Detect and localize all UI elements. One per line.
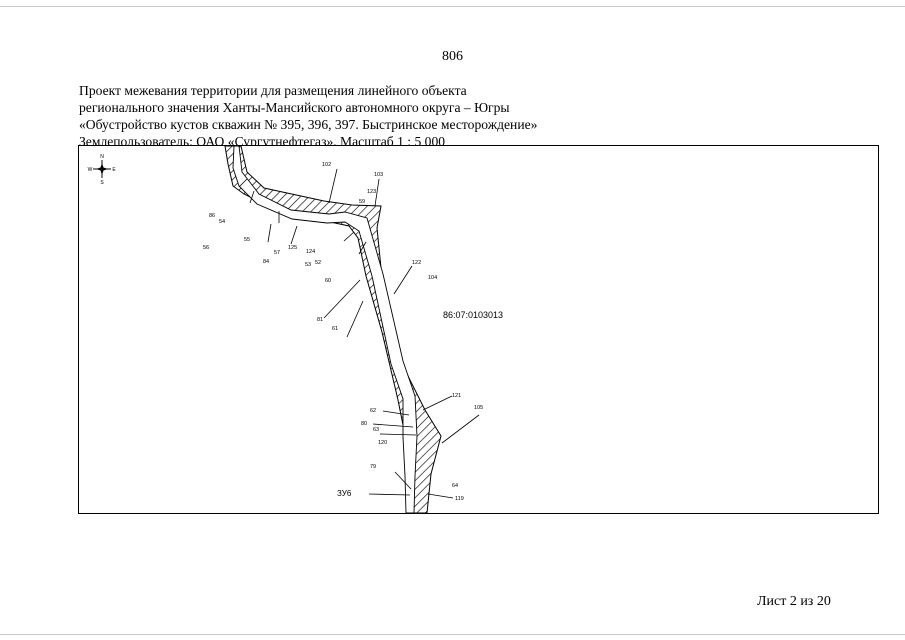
point-label: 102	[322, 162, 331, 168]
header-line-2: регионального значения Ханты-Мансийского…	[79, 100, 510, 115]
point-label: 53	[305, 262, 311, 268]
header-line-1: Проект межевания территории для размещен…	[79, 83, 467, 98]
page-number: 806	[442, 49, 463, 64]
point-label: 56	[203, 245, 209, 251]
point-label: 123	[367, 189, 376, 195]
point-label: 52	[315, 260, 321, 266]
point-label: 64	[452, 483, 458, 489]
compass-south: S	[100, 180, 104, 186]
point-label: 120	[378, 440, 387, 446]
point-label: 54	[219, 219, 225, 225]
point-labels: 102 103 123 59 86 54 56 55 57 125 84 124…	[203, 162, 483, 502]
point-label: 60	[325, 278, 331, 284]
cadastral-map: N S W E	[78, 145, 879, 514]
document-header: Проект межевания территории для размещен…	[79, 82, 819, 150]
sheet-label: Лист 2 из 20	[757, 594, 831, 609]
point-label: 105	[474, 405, 483, 411]
point-label: 103	[374, 172, 383, 178]
point-label: 62	[370, 408, 376, 414]
point-label: 79	[370, 464, 376, 470]
scan-edge-top	[0, 6, 905, 7]
point-label: 61	[332, 326, 338, 332]
compass-rose-icon: N S W E	[88, 154, 117, 186]
point-label: 55	[244, 237, 250, 243]
point-label: 57	[274, 250, 280, 256]
point-label: 121	[452, 393, 461, 399]
point-label: 86	[209, 213, 215, 219]
scan-edge-bottom	[0, 634, 905, 635]
point-label: 124	[306, 249, 315, 255]
inner-road	[232, 146, 418, 513]
zone-label: ЗУ6	[337, 489, 352, 498]
point-label: 63	[373, 427, 379, 433]
point-label: 84	[263, 259, 269, 265]
compass-west: W	[88, 167, 93, 173]
point-label: 104	[428, 275, 437, 281]
compass-north: N	[100, 154, 104, 160]
point-label: 80	[361, 421, 367, 427]
point-label: 125	[288, 245, 297, 251]
cadastral-number: 86:07:0103013	[443, 310, 503, 320]
point-label: 59	[359, 199, 365, 205]
leader-lines	[238, 168, 480, 499]
point-label: 81	[317, 317, 323, 323]
header-line-3: «Обустройство кустов скважин № 395, 396,…	[79, 117, 538, 132]
map-drawing: N S W E	[88, 146, 503, 513]
point-label: 122	[412, 260, 421, 266]
point-label: 119	[455, 496, 464, 502]
compass-east: E	[112, 167, 116, 173]
